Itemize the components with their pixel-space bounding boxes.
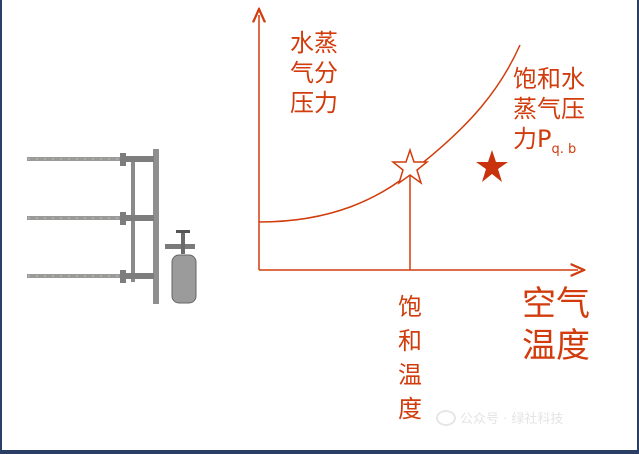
x-axis-label-line: 空气: [522, 284, 590, 324]
saturation-label-char: 饱: [398, 293, 422, 321]
curve-label-line: 饱和水: [513, 65, 585, 93]
saturation-temperature-label: 饱 和 温 度: [398, 290, 422, 426]
x-axis-label: 空气 温度: [522, 283, 590, 367]
saturation-label-char: 度: [398, 395, 422, 423]
filled-star-icon: [476, 150, 508, 182]
pipe-assembly-illustration: [27, 149, 197, 304]
y-axis-label-line: 水蒸: [290, 29, 338, 57]
x-axis-label-line: 温度: [522, 326, 590, 366]
y-axis-label-line: 压力: [290, 89, 338, 117]
outline-star-icon: [390, 147, 430, 185]
y-axis-label-line: 气分: [290, 59, 338, 87]
wechat-icon: [436, 410, 456, 426]
curve-label-line: 蒸气压: [513, 95, 585, 123]
y-axis-label: 水蒸 气分 压力: [290, 28, 338, 118]
saturation-label-char: 温: [398, 361, 422, 389]
curve-label: 饱和水 蒸气压 力Pq. b: [513, 64, 585, 165]
curve-label-line: 力P: [513, 125, 552, 153]
curve-label-subscript: q. b: [551, 141, 577, 157]
watermark: 公众号 · 绿社科技: [460, 412, 564, 427]
saturation-label-char: 和: [398, 327, 422, 355]
